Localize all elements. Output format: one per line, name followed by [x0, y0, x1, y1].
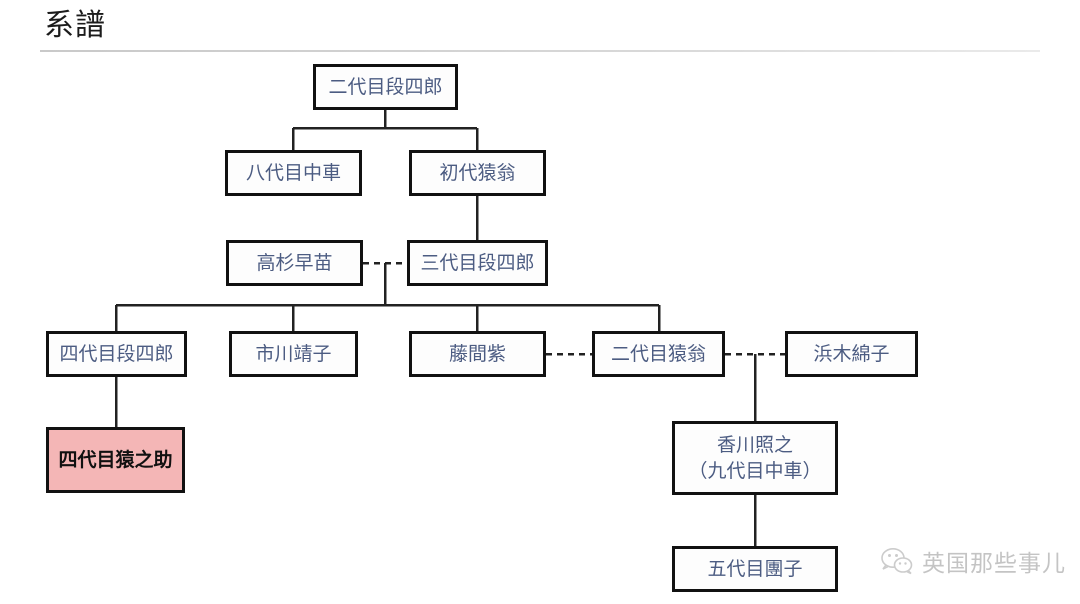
node-yondaime-danshiro[interactable]: 四代目段四郎 — [46, 331, 187, 377]
node-hachidaime-chusha[interactable]: 八代目中車 — [225, 150, 362, 196]
node-label-secondary: （九代目中車） — [688, 460, 822, 482]
watermark: 英国那些事儿 — [880, 544, 1066, 578]
node-nidaime-danshiro[interactable]: 二代目段四郎 — [313, 64, 458, 110]
node-label: 二代目段四郎 — [328, 76, 443, 98]
wechat-icon — [881, 548, 913, 575]
node-godaime-danko[interactable]: 五代目團子 — [672, 546, 838, 592]
node-yondaime-ennosuke[interactable]: 四代目猿之助 — [46, 427, 185, 493]
node-hama-yuko[interactable]: 浜木綿子 — [785, 331, 918, 377]
node-label: 五代目團子 — [707, 558, 803, 580]
node-takasugi-sanae[interactable]: 高杉早苗 — [226, 240, 363, 286]
page-title: 系譜 — [44, 8, 106, 43]
node-label: 四代目段四郎 — [59, 343, 174, 365]
node-label: 浜木綿子 — [813, 343, 890, 365]
node-label: 二代目猿翁 — [610, 343, 706, 365]
title-divider — [40, 50, 1040, 52]
node-shodai-enou[interactable]: 初代猿翁 — [409, 150, 546, 196]
node-label: 四代目猿之助 — [58, 449, 173, 471]
node-label: 初代猿翁 — [439, 162, 516, 184]
node-label: 市川靖子 — [255, 343, 332, 365]
node-label: 八代目中車 — [245, 162, 341, 184]
node-sandaime-danshiro[interactable]: 三代目段四郎 — [407, 240, 548, 286]
node-label: 香川照之 — [716, 434, 793, 456]
node-kagawa-teruyuki[interactable]: 香川照之 （九代目中車） — [672, 421, 838, 495]
node-label: 三代目段四郎 — [420, 252, 535, 274]
node-label: 藤間紫 — [448, 343, 506, 365]
node-nidaime-enou[interactable]: 二代目猿翁 — [592, 331, 725, 377]
node-ichikawa-yasuko[interactable]: 市川靖子 — [229, 331, 358, 377]
watermark-text: 英国那些事儿 — [922, 551, 1066, 577]
node-fujima-murasaki[interactable]: 藤間紫 — [409, 331, 546, 377]
node-label: 高杉早苗 — [256, 252, 333, 274]
